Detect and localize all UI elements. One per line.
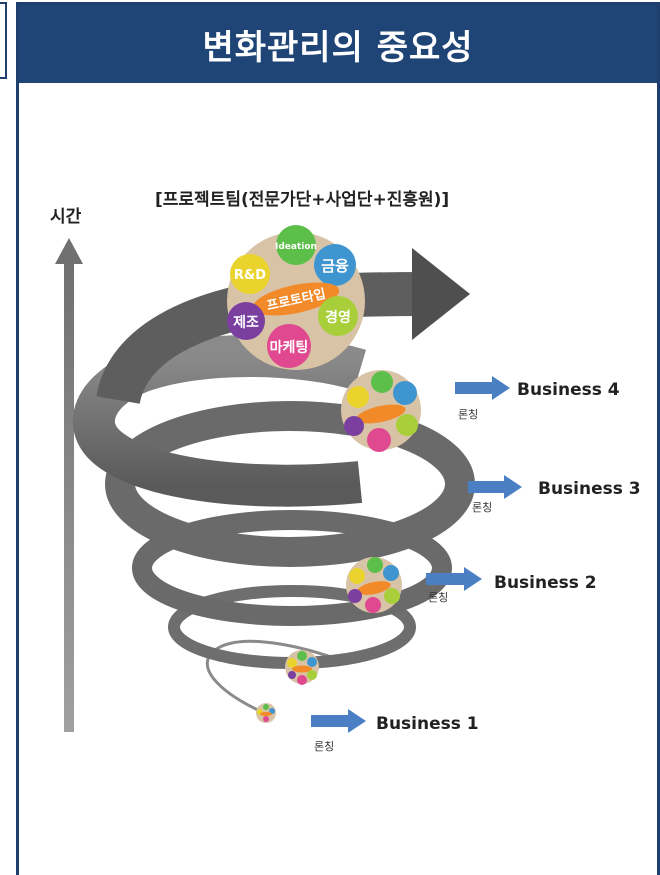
stage-1-bubble-marketing: [263, 716, 269, 722]
stage-2-bubble-manufacturing: [348, 589, 362, 603]
business-1-group: Business 1 론칭: [311, 709, 479, 753]
stage-2-circle: [346, 557, 402, 613]
stage-2-bubble-management: [384, 588, 400, 604]
time-axis-shaft: [64, 262, 74, 732]
adjacent-panel-edge: [0, 2, 7, 79]
bubble-ideation: [276, 225, 316, 265]
stage-1-bubble-prototype: [260, 712, 272, 716]
business-4-group: Business 4 론칭: [455, 376, 620, 421]
time-axis-arrowhead: [55, 238, 83, 264]
stage-1b-bubble-rnd: [287, 658, 297, 668]
business-4-arrow: [455, 376, 510, 400]
stage-1-bubble-finance: [269, 708, 275, 714]
bubble-finance-label: 금융: [321, 257, 349, 275]
business-3-group: Business 3 론칭: [468, 475, 641, 514]
business-3-arrow: [468, 475, 522, 499]
business-1-label: Business 1: [376, 714, 479, 734]
bubble-marketing: [267, 324, 311, 368]
stage-4-bubble-ideation: [371, 371, 393, 393]
spiral-loop-2: [132, 510, 452, 626]
stage-1b-bubble-marketing: [297, 675, 307, 685]
stage-1b-bubble-ideation: [297, 651, 307, 661]
time-axis: 시간: [50, 207, 83, 732]
bubble-finance: [314, 244, 356, 286]
business-3-label: Business 3: [538, 479, 641, 499]
stage-1b-circle: [285, 650, 319, 685]
bubble-marketing-label: 마케팅: [270, 339, 309, 356]
page-title: 변화관리의 중요성: [19, 5, 657, 83]
stage-4-bubble-finance: [393, 381, 417, 405]
business-2-arrow: [426, 567, 482, 591]
business-3-launch: 론칭: [472, 501, 492, 514]
stage-4-bubble-rnd: [347, 386, 369, 408]
business-2-label: Business 2: [494, 573, 597, 593]
business-1-launch: 론칭: [314, 740, 334, 753]
stage-1-bubble-ideation: [263, 704, 269, 710]
stage-1-circle: [256, 703, 276, 723]
bubble-rnd-label: R&D: [234, 268, 266, 283]
stage-4-bubble-marketing: [367, 428, 391, 452]
stage-2-bubble-prototype: [357, 581, 391, 595]
stage-2-bubble-finance: [383, 565, 399, 581]
stage-2-bubble-ideation: [367, 557, 383, 573]
stage-4-bubble-prototype: [356, 404, 406, 424]
spiral-loop-3: [105, 401, 475, 567]
bubble-prototype: [252, 282, 340, 316]
business-2-launch: 론칭: [428, 591, 448, 604]
slide-frame: 변화관리의 중요성: [16, 2, 660, 875]
stage-2-bubble-marketing: [365, 597, 381, 613]
stage-1b-bubble-prototype: [292, 665, 312, 673]
big-team-circle: Ideation R&D 금융 프로토타입 경영 제조 마케팅: [227, 225, 365, 370]
stage-4-bubble-manufacturing: [344, 416, 364, 436]
team-label: [프로젝트팀(전문가단+사업단+진흥원)]: [155, 189, 449, 210]
bubble-management: [318, 296, 358, 336]
business-2-group: Business 2 론칭: [426, 567, 597, 604]
time-axis-label: 시간: [50, 207, 82, 227]
bubble-rnd: [230, 254, 270, 294]
stage-2-bubble-rnd: [349, 568, 365, 584]
bubble-manufacturing-label: 제조: [233, 315, 259, 331]
bubble-management-label: 경영: [325, 309, 351, 326]
big-growth-arrowhead: [412, 248, 470, 340]
business-4-label: Business 4: [517, 380, 620, 400]
business-1-arrow: [311, 709, 366, 733]
stage-1b-bubble-finance: [307, 657, 317, 667]
stage-4-bubble-management: [396, 414, 418, 436]
stage-1b-bubble-management: [307, 670, 317, 680]
stage-4-circle: [341, 370, 421, 452]
bubble-manufacturing: [227, 302, 265, 340]
bubble-ideation-label: Ideation: [275, 242, 317, 252]
stage-1b-bubble-manufacturing: [288, 671, 296, 679]
business-4-launch: 론칭: [458, 408, 478, 421]
